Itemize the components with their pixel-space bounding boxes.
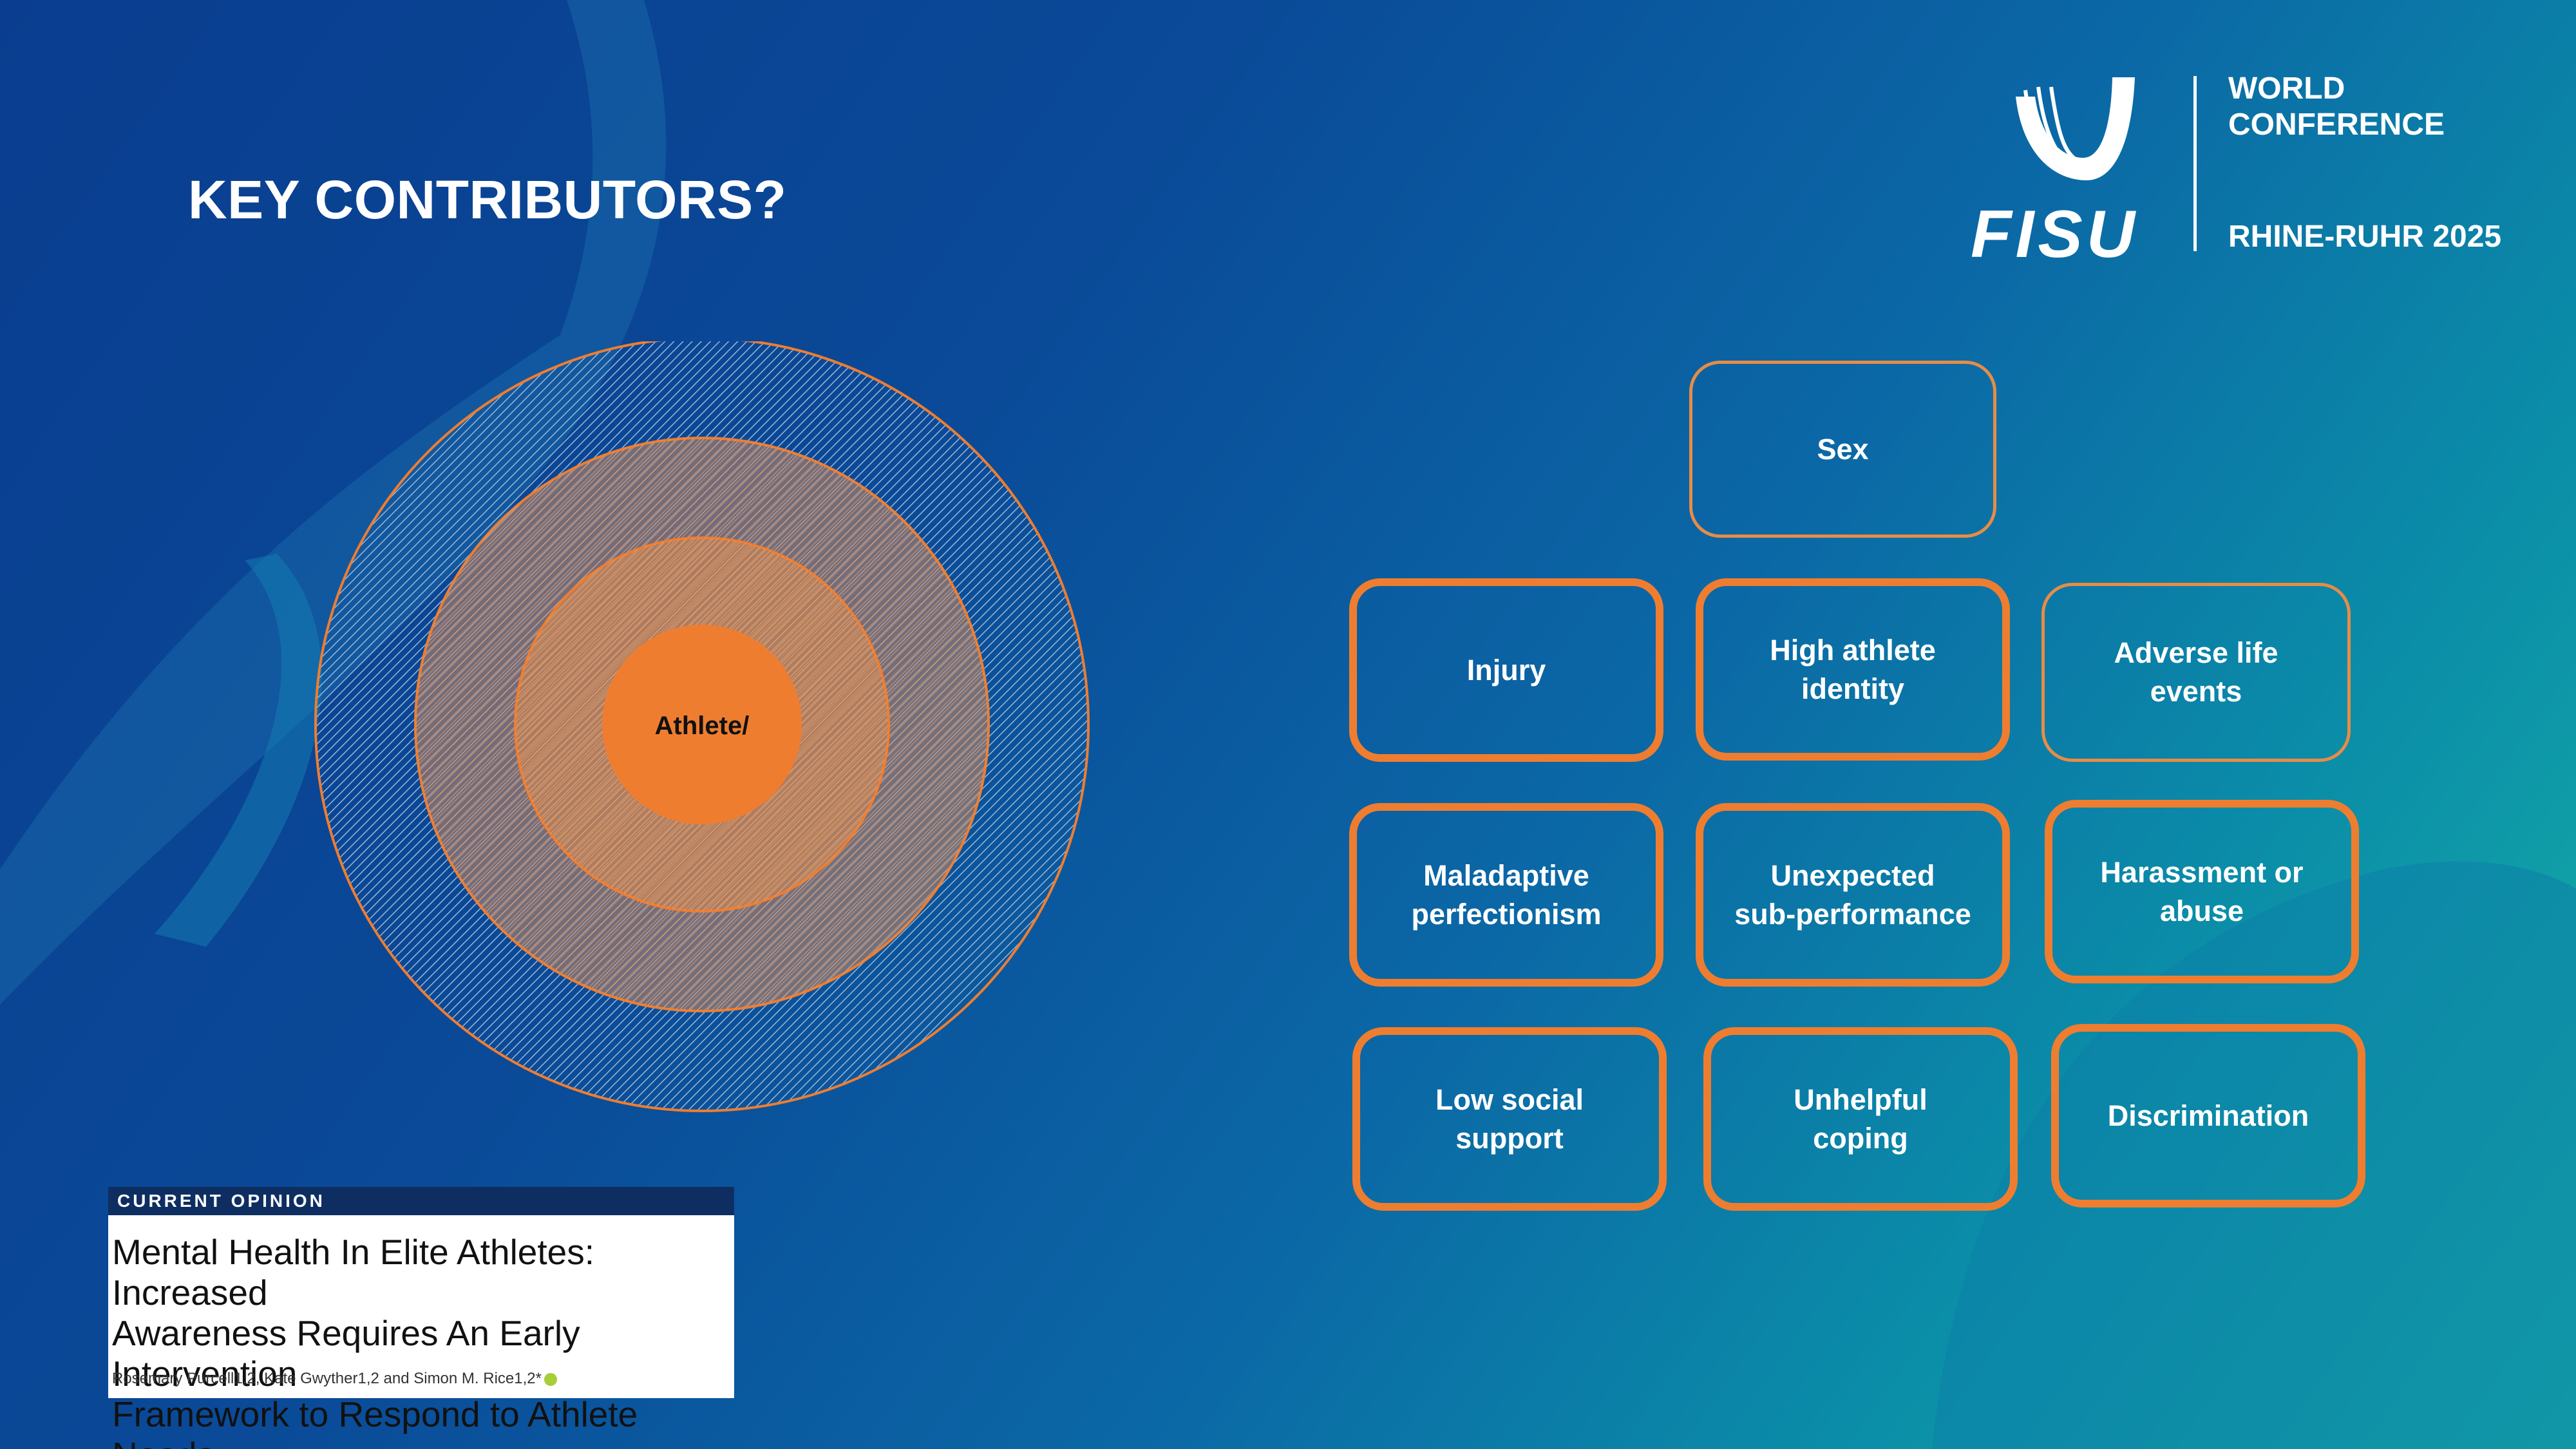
logo-event: RHINE-RUHR 2025 [2228,220,2502,254]
factor-adverse-life-events: Adverse life events [2041,583,2351,762]
fisu-wordmark: FISU [1971,197,2139,272]
paper-title: Mental Health In Elite Athletes: Increas… [112,1232,638,1449]
factor-sex: Sex [1689,361,1996,538]
fisu-emblem-icon [2016,77,2135,180]
fisu-logo: FISU WORLD CONFERENCE RHINE-RUHR 2025 [1964,71,2531,272]
concentric-rings-diagram: Athlete/ [314,341,1090,1112]
paper-authors: Rosemary Purcell1,2, Kate Gwyther1,2 and… [112,1370,557,1388]
factor-harassment: Harassment or abuse [2045,800,2359,983]
orcid-icon [544,1372,557,1386]
factor-injury: Injury [1349,578,1663,762]
athlete-label: Athlete/ [655,712,750,740]
athlete-core [602,625,802,824]
logo-divider [2193,76,2197,251]
factor-unhelpful-coping: Unhelpful coping [1703,1027,2018,1211]
logo-world: WORLD [2228,71,2345,106]
paper-category: CURRENT OPINION [108,1187,734,1215]
factor-athlete-identity: High athlete identity [1696,578,2010,761]
paper-citation: CURRENT OPINION Mental Health In Elite A… [108,1187,734,1449]
paper-authors-text: Rosemary Purcell1,2, Kate Gwyther1,2 and… [112,1370,542,1387]
factor-sub-performance: Unexpected sub-performance [1696,803,2010,987]
factor-social-support: Low social support [1352,1027,1667,1211]
factor-perfectionism: Maladaptive perfectionism [1349,803,1663,987]
slide-title: KEY CONTRIBUTORS? [188,169,787,230]
factor-discrimination: Discrimination [2051,1024,2365,1208]
logo-conference: CONFERENCE [2228,108,2445,142]
